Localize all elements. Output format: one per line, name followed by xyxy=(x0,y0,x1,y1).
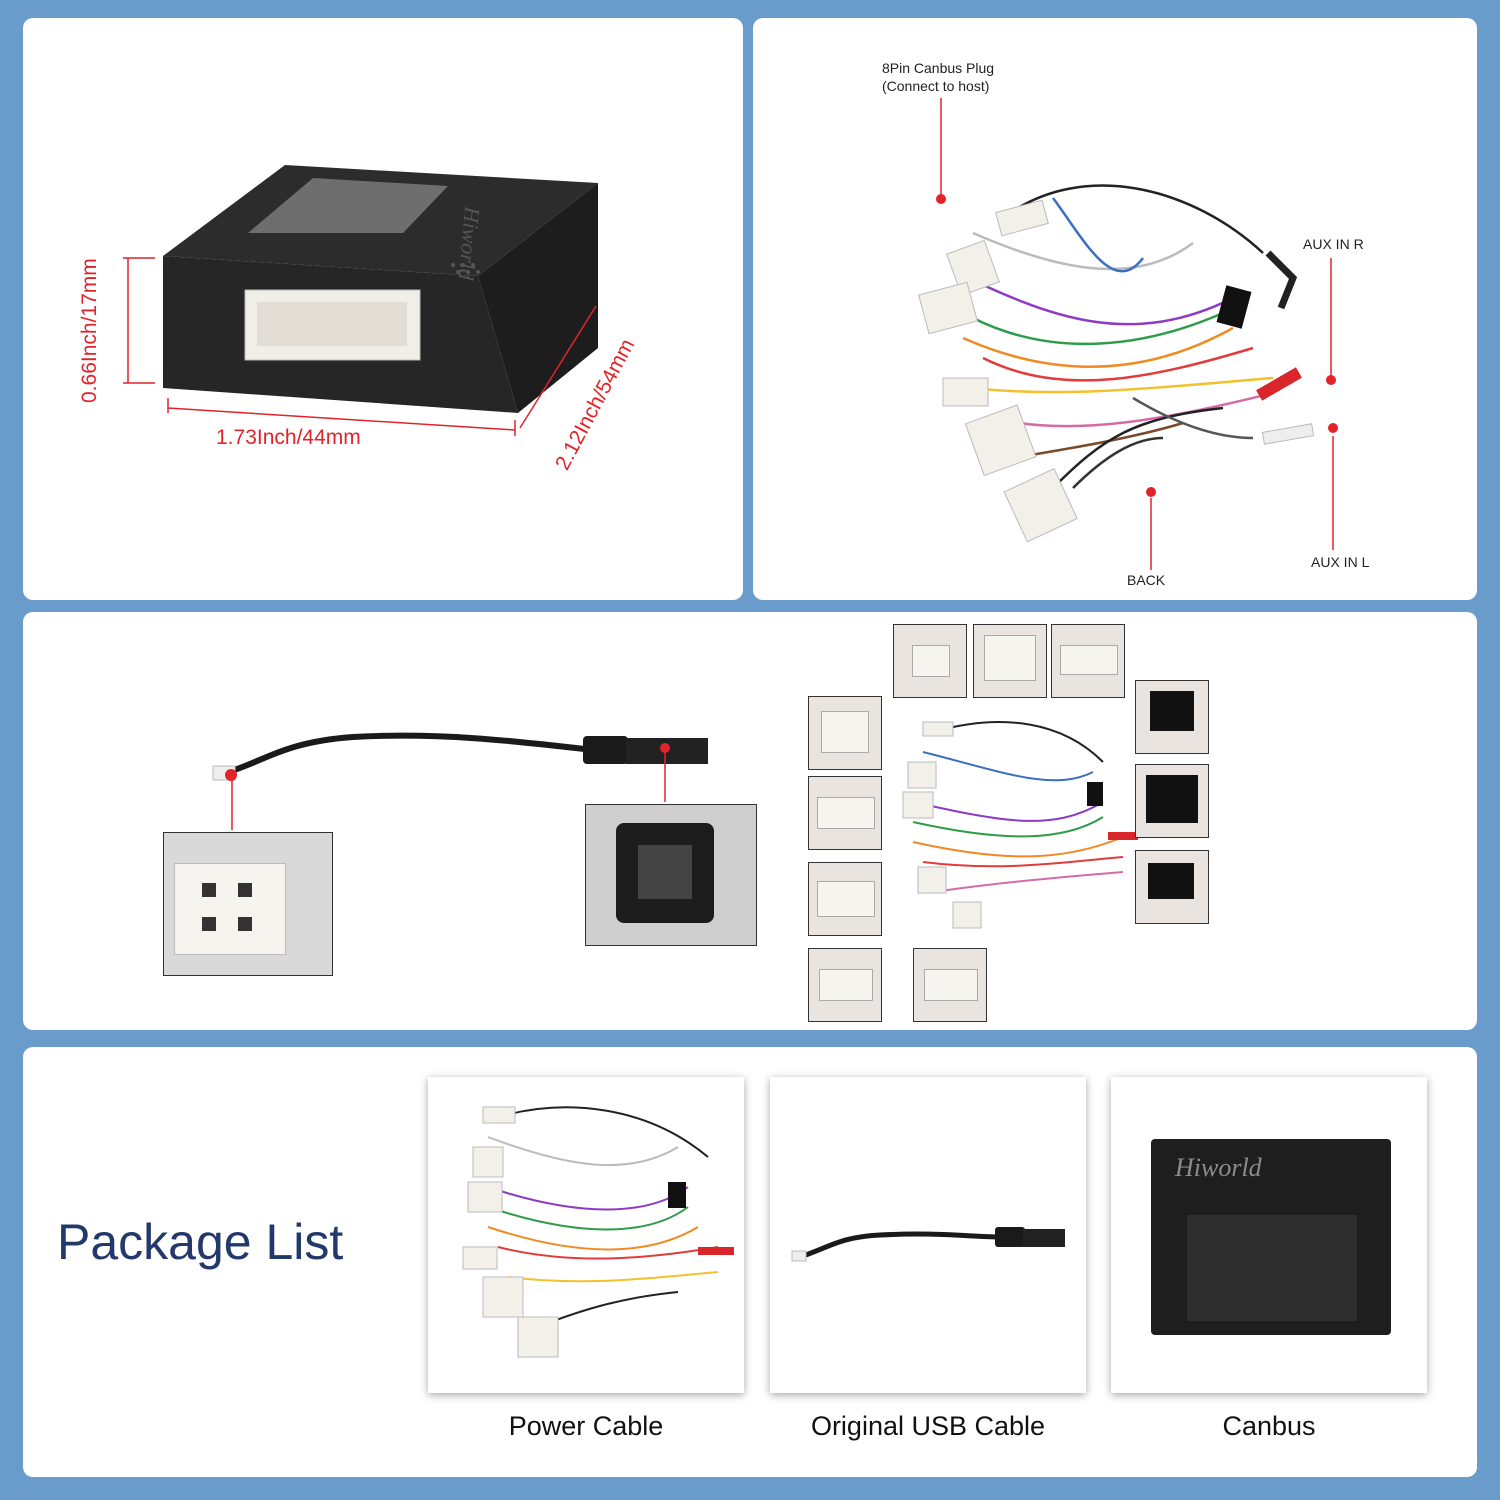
connector-thumb-9 xyxy=(1135,680,1209,754)
canbus-card: Hiworld xyxy=(1111,1077,1427,1393)
canbus-brand-label: Hiworld xyxy=(1175,1153,1262,1182)
package-list-title: Package List xyxy=(57,1214,344,1270)
canbus-caption: Canbus xyxy=(1222,1411,1316,1441)
power-cable-caption: Power Cable xyxy=(508,1411,664,1441)
connector-thumb-7 xyxy=(808,948,882,1022)
connector-thumb-3 xyxy=(1051,624,1125,698)
connectors-panel xyxy=(23,612,1477,1030)
usb-cable-card xyxy=(770,1077,1086,1393)
connector-thumb-11 xyxy=(1135,850,1209,924)
canbus-plug-label-line2: (Connect to host) xyxy=(882,78,990,94)
connector-map-illustration xyxy=(902,721,1138,929)
power-cable-card xyxy=(428,1077,744,1393)
white-4pin-connector-closeup xyxy=(163,832,333,976)
wiring-harness-illustration xyxy=(918,98,1338,570)
connector-thumb-2 xyxy=(973,624,1047,698)
connector-thumb-6 xyxy=(808,862,882,936)
connector-thumb-1 xyxy=(893,624,967,698)
usb-cable-caption: Original USB Cable xyxy=(810,1411,1046,1441)
width-dimension-label: 1.73Inch/44mm xyxy=(216,426,361,449)
back-label: BACK xyxy=(1127,572,1166,588)
connector-thumb-5 xyxy=(808,776,882,850)
aux-in-l-label: AUX IN L xyxy=(1311,554,1370,570)
connector-thumb-10 xyxy=(1135,764,1209,838)
dimensions-panel: Hiworld 0.66Inch/17mm 1.73Inch/44mm 2.12… xyxy=(23,18,743,600)
canbus-box-illustration xyxy=(123,165,598,436)
wiring-panel: 8Pin Canbus Plug (Connect to host) AUX I… xyxy=(753,18,1477,600)
height-dimension-label: 0.66Inch/17mm xyxy=(78,258,101,403)
connector-thumb-8 xyxy=(913,948,987,1022)
connector-thumb-4 xyxy=(808,696,882,770)
usb-cable-illustration xyxy=(212,732,708,830)
usb-cable-image xyxy=(791,1227,1065,1262)
usb-port-closeup xyxy=(585,804,757,946)
canbus-box-image: Hiworld xyxy=(1151,1139,1391,1335)
canbus-plug-label-line1: 8Pin Canbus Plug xyxy=(882,60,995,76)
package-panel: Package List xyxy=(23,1047,1477,1477)
power-cable-image xyxy=(462,1106,734,1358)
aux-in-r-label: AUX IN R xyxy=(1303,236,1364,252)
